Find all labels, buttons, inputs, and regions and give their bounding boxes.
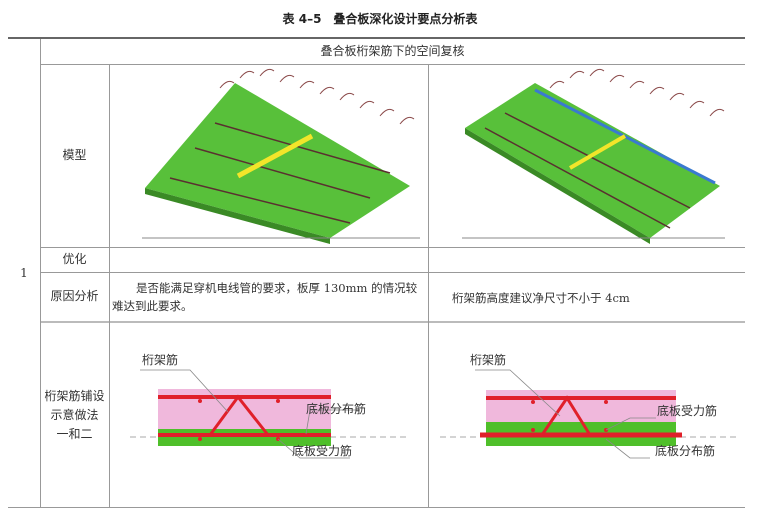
table-top-rule [8, 37, 745, 39]
model-label: 模型 [62, 148, 87, 162]
row-divider [40, 321, 745, 323]
diagram-left [130, 369, 410, 459]
row-divider [40, 272, 745, 273]
model-image-left [142, 68, 420, 244]
truss-yellow [236, 133, 314, 179]
upper-label-left: 底板分布筋 [306, 402, 367, 416]
table-title: 表 4–5 叠合板深化设计要点分析表 [282, 12, 478, 26]
col-divider [428, 64, 429, 507]
truss-label-left: 桁架筋 [142, 353, 179, 367]
diagram-right [440, 369, 740, 459]
row-divider [40, 247, 745, 248]
layout-label-line: 示意做法 [50, 407, 99, 422]
section-header: 叠合板桁架筋下的空间复核 [320, 44, 465, 58]
reason-label: 原因分析 [50, 289, 99, 303]
reason-right-text: 桁架筋高度建议净尺寸不小于 4cm [452, 291, 630, 305]
row-divider [40, 64, 745, 65]
slab [145, 83, 410, 238]
lower-label-left: 底板受力筋 [292, 444, 353, 458]
reason-left-text: 是否能满足穿机电线管的要求，板厚 130mm 的情况较难达到此要求。 [112, 281, 418, 313]
table-bottom-rule [8, 507, 745, 508]
upper-label-right: 底板受力筋 [657, 404, 718, 418]
truss-label-right: 桁架筋 [470, 353, 507, 367]
optimize-label: 优化 [62, 252, 87, 266]
layout-label: 桁架筋铺设 示意做法 一和二 [40, 323, 109, 507]
lower-label-right: 底板分布筋 [655, 444, 716, 458]
model-image-right [462, 68, 725, 244]
layout-label-line: 一和二 [56, 426, 93, 441]
col-divider [40, 39, 41, 507]
layout-label-line: 桁架筋铺设 [44, 388, 105, 403]
col-divider [109, 64, 110, 507]
row-number: 1 [20, 265, 28, 280]
